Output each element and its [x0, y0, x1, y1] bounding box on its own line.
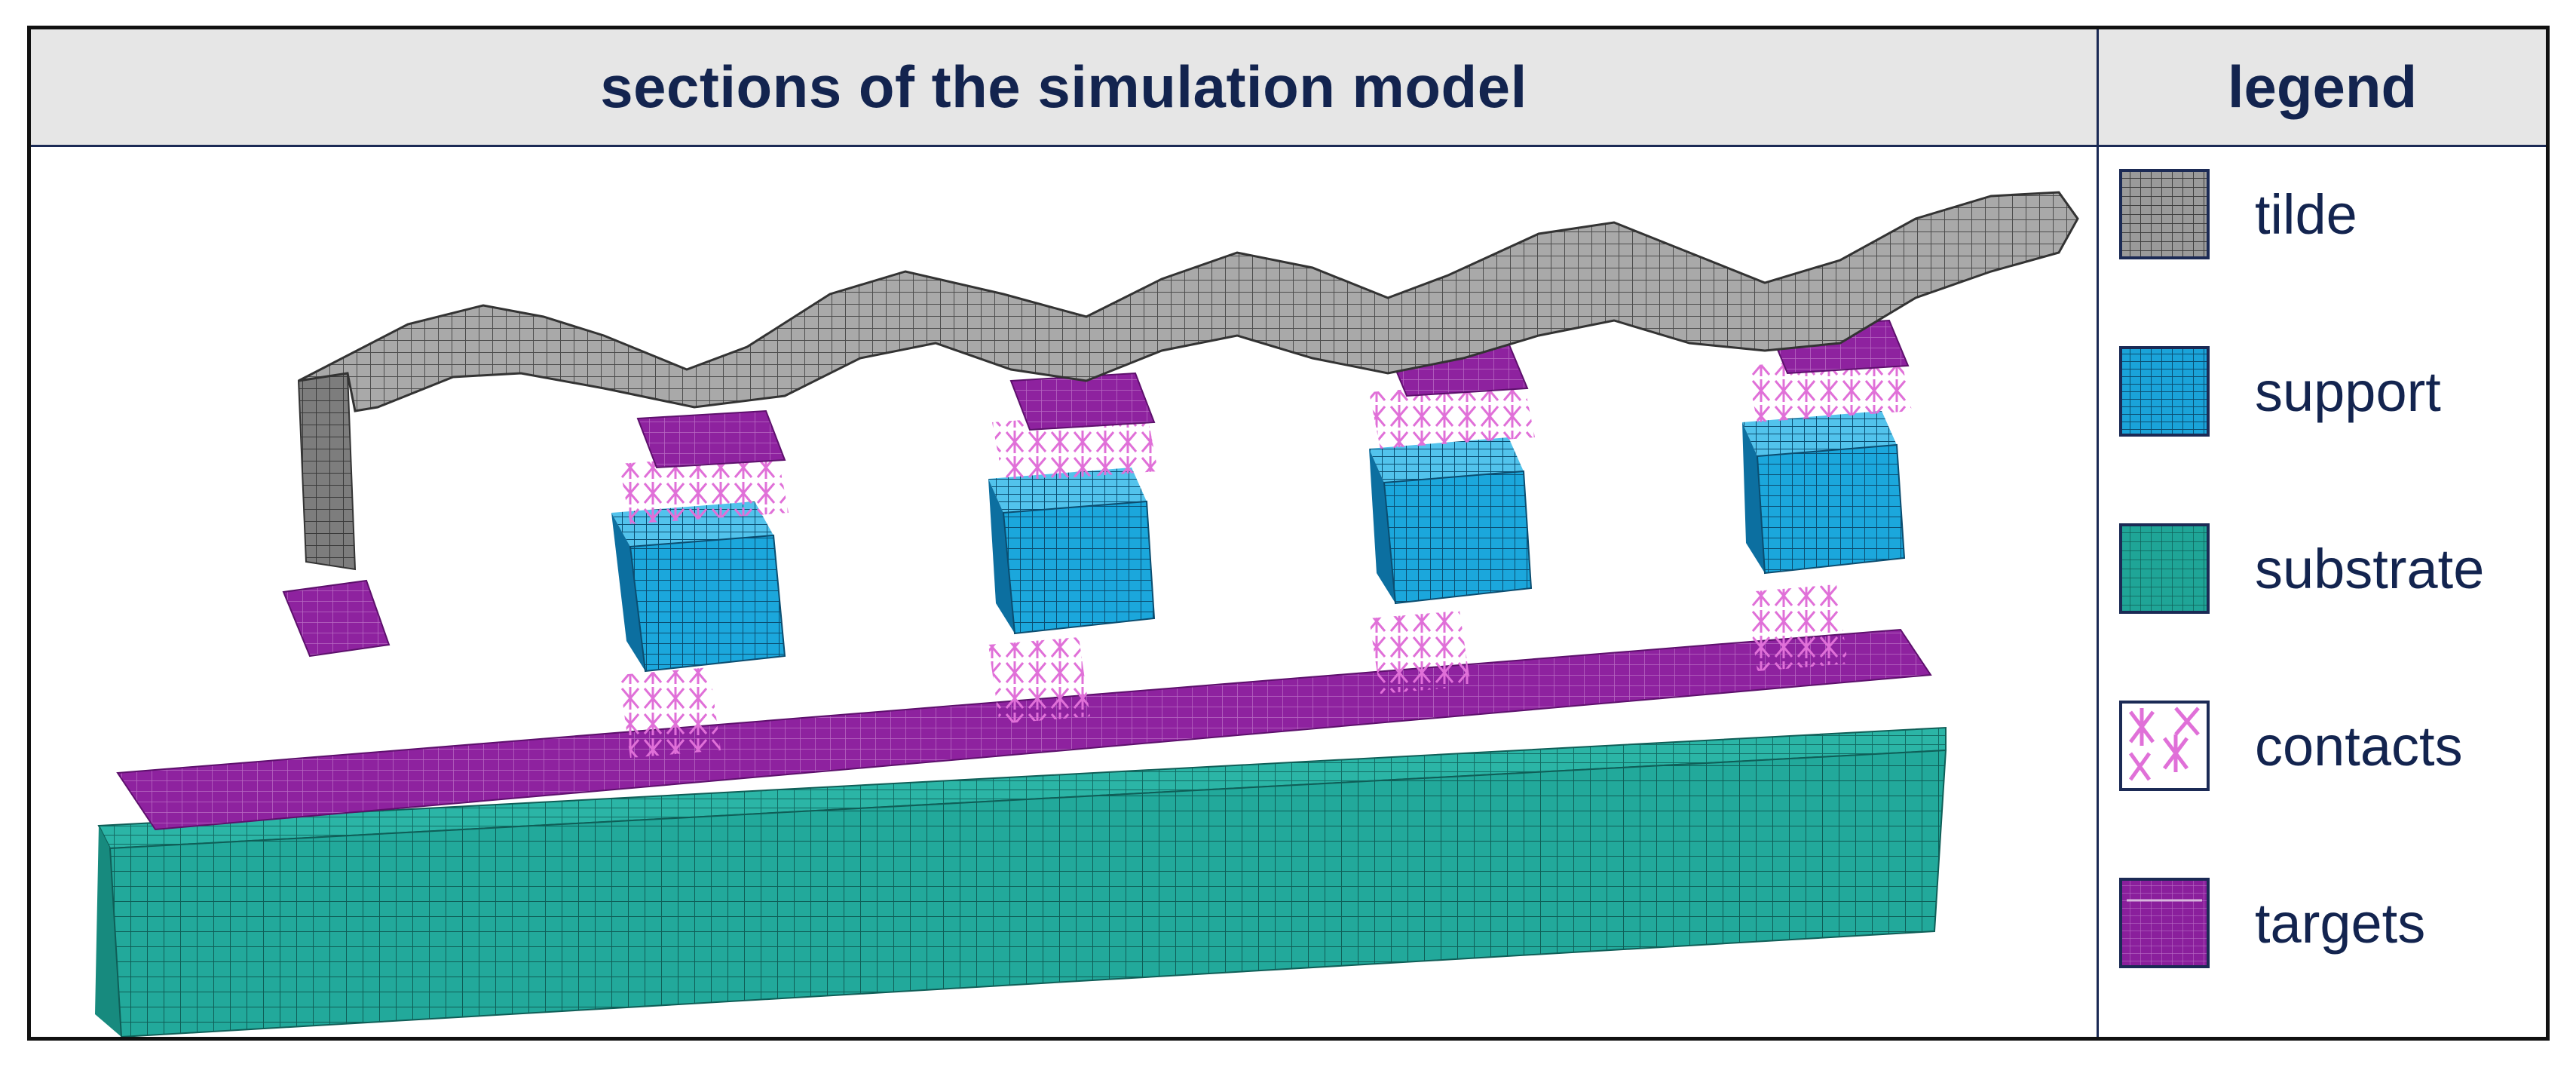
- legend-label-support: support: [2255, 360, 2441, 423]
- support-block-1: [611, 501, 786, 673]
- substrate-block: [95, 726, 1947, 1038]
- legend-label-contacts: contacts: [2255, 714, 2463, 777]
- legend-item-targets: targets: [2119, 866, 2541, 980]
- simulation-model-view: [31, 147, 2097, 1038]
- legend-label-targets: targets: [2255, 891, 2426, 955]
- legend-item-support: support: [2119, 335, 2541, 448]
- substrate-swatch-icon: [2119, 523, 2210, 614]
- sections-title: sections of the simulation model: [600, 54, 1527, 120]
- support-block-3: [1369, 437, 1533, 605]
- targets-swatch-icon: [2119, 878, 2210, 968]
- legend-item-tilde: tilde: [2119, 158, 2541, 271]
- support-swatch-icon: [2119, 346, 2210, 437]
- legend-item-substrate: substrate: [2119, 512, 2541, 625]
- support-block-2: [988, 468, 1156, 635]
- header-row: [31, 29, 2546, 147]
- tilde-beam: [297, 191, 2079, 571]
- tilde-swatch-icon: [2119, 169, 2210, 259]
- figure-frame: sections of the simulation model legend: [27, 26, 2550, 1041]
- target-sheet-main: [116, 628, 1932, 831]
- contacts-swatch-icon: [2119, 701, 2210, 791]
- support-block-4: [1742, 411, 1906, 575]
- legend-item-contacts: contacts: [2119, 689, 2541, 802]
- contacts-lower: [619, 584, 1848, 758]
- legend-label-substrate: substrate: [2255, 537, 2485, 600]
- legend-title: legend: [2227, 54, 2418, 120]
- legend-label-tilde: tilde: [2255, 182, 2357, 246]
- column-divider: [2097, 29, 2099, 1037]
